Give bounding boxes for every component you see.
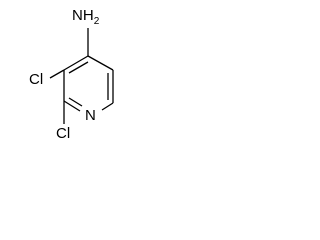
bond-c6-n1 [101,102,114,111]
bond-c3-c4-inner [68,61,89,74]
chloro-top-label: Cl [29,71,43,88]
ring-nitrogen-label: N [85,107,96,124]
bond-n1-c2-inner [68,97,83,107]
bond-c4-c5 [87,55,114,71]
chemical-structure-diagram: NH2 Cl N Cl [29,7,114,142]
amine-label: NH2 [72,7,100,27]
chloro-bottom-label: Cl [56,125,70,142]
bond-c3-chloro [49,69,65,79]
bond-c3-c4 [63,55,89,71]
bond-n1-c2 [63,100,81,112]
